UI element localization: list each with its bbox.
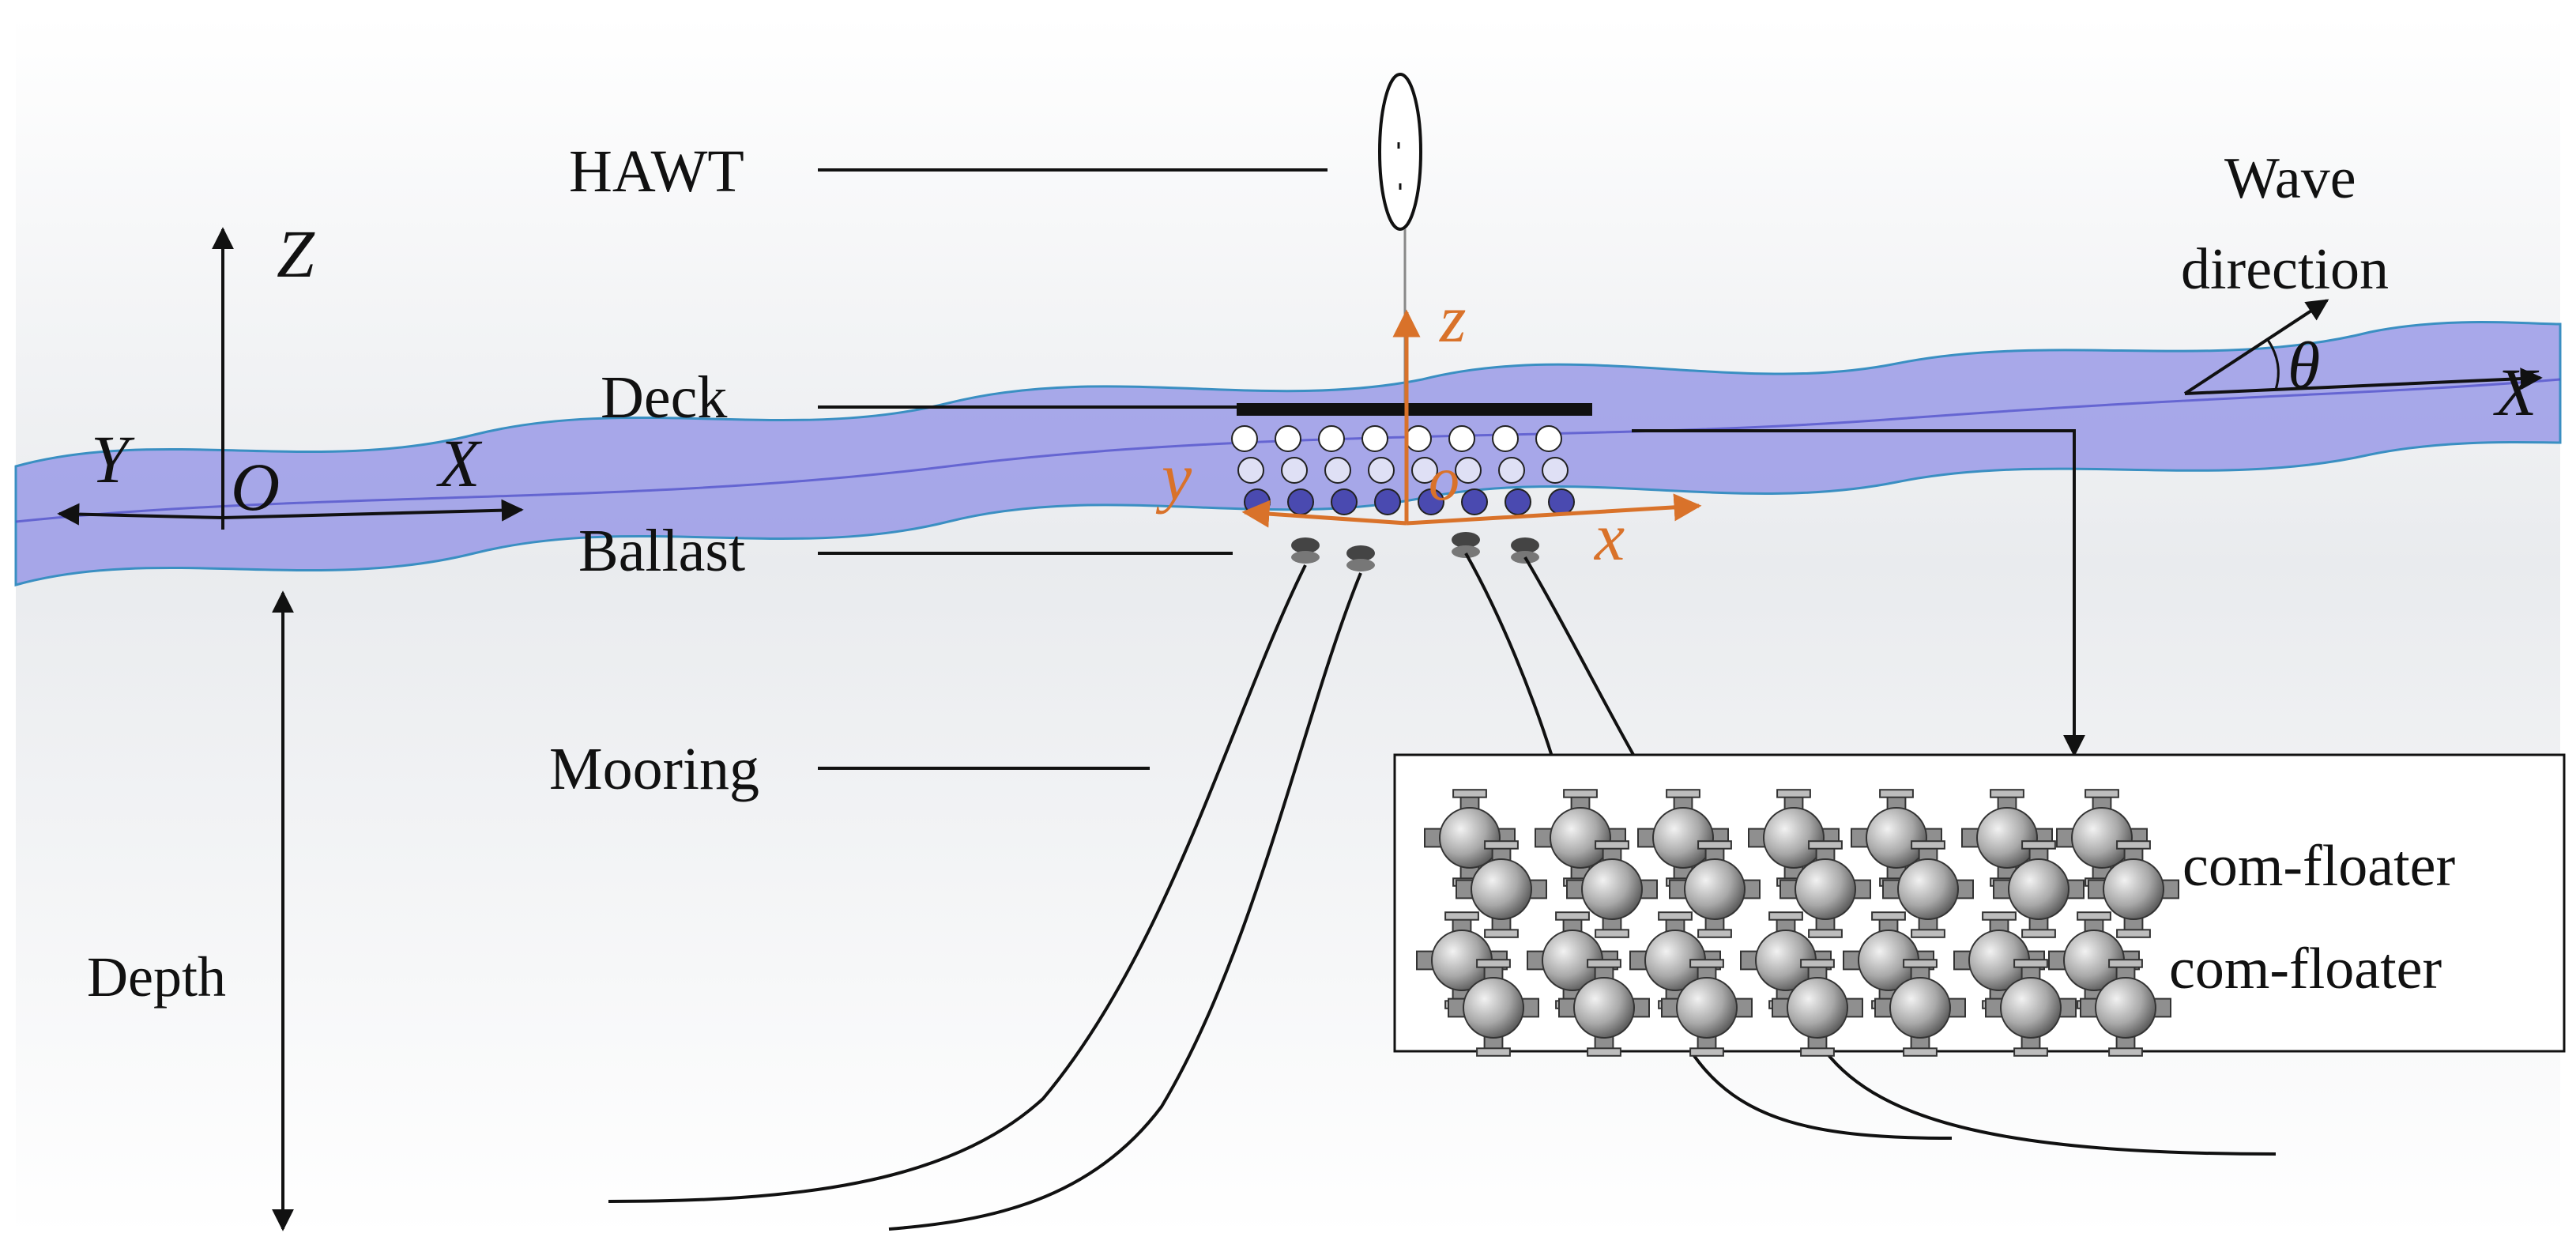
hawt-rotor <box>1378 73 1422 411</box>
com-floater-node <box>1985 959 2077 1057</box>
ballast-pods <box>1291 532 1539 571</box>
com-floater-node <box>2088 840 2179 938</box>
wave-surface <box>14 321 2562 586</box>
hawt-label: HAWT <box>569 138 744 205</box>
callouts: HAWT Deck Ballast Mooring <box>549 138 1328 802</box>
com-floater-node <box>2080 959 2171 1057</box>
deck-label: Deck <box>601 364 727 431</box>
theta-label: θ <box>2288 329 2320 402</box>
wave-direction-label-line1: Wave <box>2224 146 2356 211</box>
com-floater-node <box>1874 959 1966 1057</box>
wave-direction: Wave direction θ X <box>2181 146 2543 430</box>
global-axes: Z Y O X <box>57 216 524 530</box>
floater-inset: com-floater com-floater <box>1393 753 2566 1057</box>
com-floater-node <box>1448 959 1539 1057</box>
com-floater-node <box>1566 840 1658 938</box>
global-x-label: X <box>436 425 483 501</box>
wave-direction-label-line2: direction <box>2181 237 2389 302</box>
depth-arrow: Depth <box>87 590 294 1231</box>
com-floater-node <box>1851 789 1942 887</box>
local-z-label: z <box>1439 281 1466 356</box>
com-floater-node <box>2048 911 2140 1009</box>
local-x-label: x <box>1593 499 1625 575</box>
mooring-lines <box>608 552 2277 1231</box>
local-y-label: y <box>1155 439 1192 515</box>
com-floater-node <box>1882 840 1974 938</box>
com-floater-node <box>1669 840 1761 938</box>
com-floater-node <box>1779 840 1871 938</box>
com-floater-node <box>1661 959 1753 1057</box>
com-floater-top-label: com-floater <box>2182 834 2455 899</box>
global-y-label: Y <box>91 421 135 497</box>
ballast-label: Ballast <box>578 518 745 584</box>
wave-x-label: X <box>2493 354 2540 430</box>
com-floater-array <box>1416 789 2179 1057</box>
com-floater-node <box>1843 911 1934 1009</box>
global-z-label: Z <box>277 216 315 292</box>
com-floater-node <box>1961 789 2053 887</box>
background <box>16 16 2560 1236</box>
mooring-label: Mooring <box>549 736 759 802</box>
com-floater-node <box>1456 840 1547 938</box>
depth-label: Depth <box>87 945 226 1009</box>
global-origin-label: O <box>231 449 280 525</box>
com-floater-node <box>1993 840 2085 938</box>
local-axes: z y o x <box>1155 281 1702 575</box>
zoom-connector <box>1632 429 2085 757</box>
com-floater-bottom-label: com-floater <box>2169 937 2442 1001</box>
com-floater-node <box>1772 959 1863 1057</box>
local-origin-label: o <box>1429 444 1459 513</box>
com-floater-node <box>1558 959 1650 1057</box>
